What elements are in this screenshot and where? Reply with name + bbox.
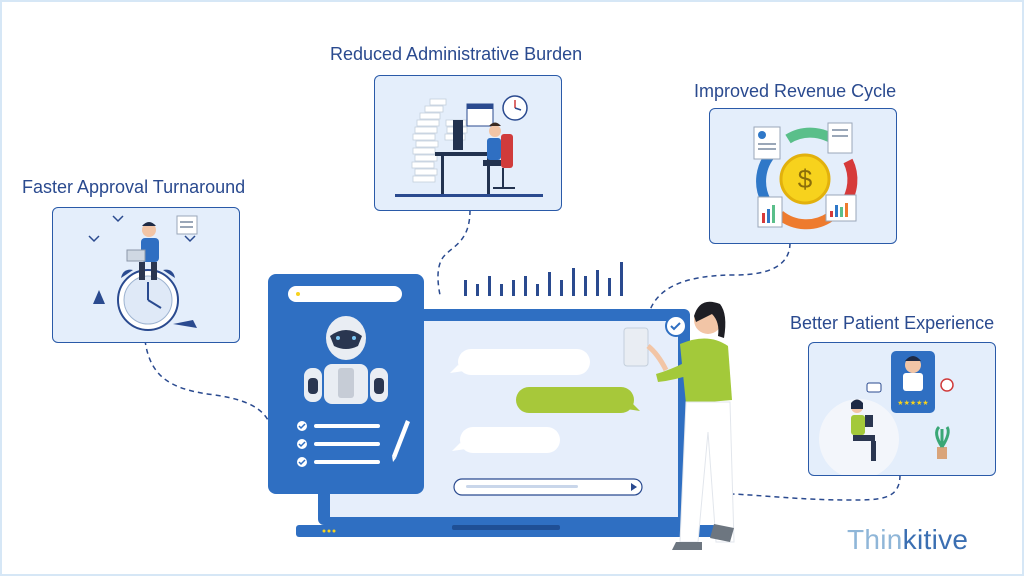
chat-bubble-icon — [866, 382, 882, 393]
laptop-small — [126, 249, 146, 262]
robot-panel — [268, 274, 424, 494]
plant-pot — [937, 447, 947, 459]
robot-icon — [304, 316, 388, 404]
tablet-icon — [623, 327, 649, 367]
laptop-base — [296, 525, 716, 537]
card-admin — [374, 75, 562, 211]
office-chair — [501, 134, 513, 168]
check-icon-1 — [112, 215, 124, 223]
svg-text:★★★★★: ★★★★★ — [897, 399, 928, 407]
logo-part-2: kitive — [902, 524, 969, 555]
svg-text:$: $ — [798, 164, 813, 194]
admin-illustration — [395, 95, 543, 197]
report-doc-2 — [827, 122, 853, 154]
check-icon-2 — [88, 235, 100, 243]
desk — [435, 152, 495, 156]
chat-bubble-2 — [516, 387, 634, 413]
chat-bubble-3 — [460, 427, 560, 453]
thinkitive-logo: Thinkitive — [847, 524, 968, 556]
connector-revenue — [649, 242, 791, 311]
checklist-icon — [297, 421, 380, 467]
dollar-coin-icon — [779, 153, 831, 205]
connector-patient — [731, 474, 901, 501]
approval-illustration — [88, 215, 198, 331]
chat-bubble-1 — [458, 349, 590, 375]
phone-icon — [865, 415, 873, 427]
pencil-icon — [392, 420, 410, 462]
card-approval — [52, 207, 240, 343]
patient-illustration: ★★★★★ — [819, 351, 954, 475]
card-revenue: $ — [709, 108, 897, 244]
send-icon — [631, 483, 637, 491]
panel-search-bar — [288, 286, 402, 302]
card-patient: ★★★★★ — [808, 342, 996, 476]
caption-approval: Faster Approval Turnaround — [22, 177, 246, 197]
caption-patient: Better Patient Experience — [790, 313, 995, 333]
caption-admin: Reduced Administrative Burden — [330, 44, 583, 64]
check-icon-3 — [184, 235, 196, 243]
heart-badge-icon — [940, 378, 954, 392]
connector-approval — [144, 339, 269, 421]
revenue-illustration: $ — [753, 122, 858, 230]
patient-figure — [851, 415, 865, 435]
logo-part-1: Thin — [847, 524, 903, 555]
bar-chart-icon — [464, 262, 623, 296]
caption-revenue: Improved Revenue Cycle — [694, 81, 897, 101]
woman-figure — [623, 301, 735, 550]
worker — [487, 138, 501, 160]
monitor — [453, 120, 463, 150]
doc-icon — [176, 215, 198, 235]
connector-admin — [437, 209, 471, 296]
